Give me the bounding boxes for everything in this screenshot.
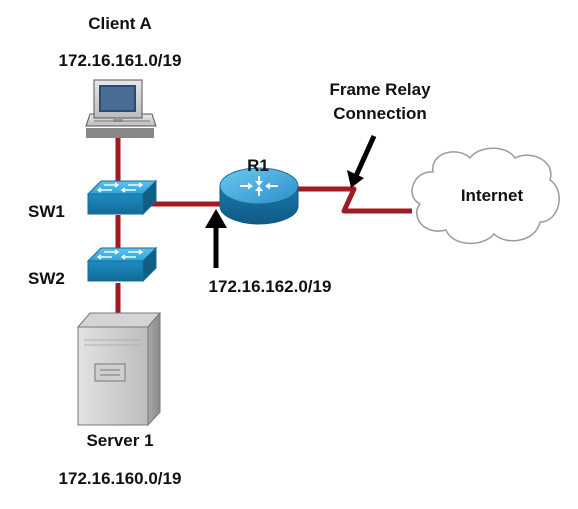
cloud-icon xyxy=(411,147,560,245)
frame-relay-label-line1: Frame Relay xyxy=(329,80,431,99)
arrow-frame-relay xyxy=(353,134,377,178)
sw2-label: SW2 xyxy=(28,269,65,288)
server-network-label: 172.16.160.0/19 xyxy=(58,469,182,488)
router-icon xyxy=(219,167,299,225)
r1-network-label: 172.16.162.0/19 xyxy=(208,277,332,296)
links xyxy=(115,138,412,318)
server-name-label: Server 1 xyxy=(86,431,154,450)
link-frame-relay xyxy=(298,186,412,214)
internet-label: Internet xyxy=(460,186,524,205)
arrows xyxy=(205,134,377,268)
switch-icon xyxy=(86,246,158,283)
desktop-computer-icon xyxy=(85,79,157,138)
server-tower-icon xyxy=(76,311,162,427)
switch-icon xyxy=(86,179,158,216)
client-name-label: Client A xyxy=(88,14,152,33)
sw1-label: SW1 xyxy=(28,202,65,221)
client-network-label: 172.16.161.0/19 xyxy=(58,51,182,70)
frame-relay-label-line2: Connection xyxy=(333,104,427,123)
r1-label: R1 xyxy=(247,156,269,175)
